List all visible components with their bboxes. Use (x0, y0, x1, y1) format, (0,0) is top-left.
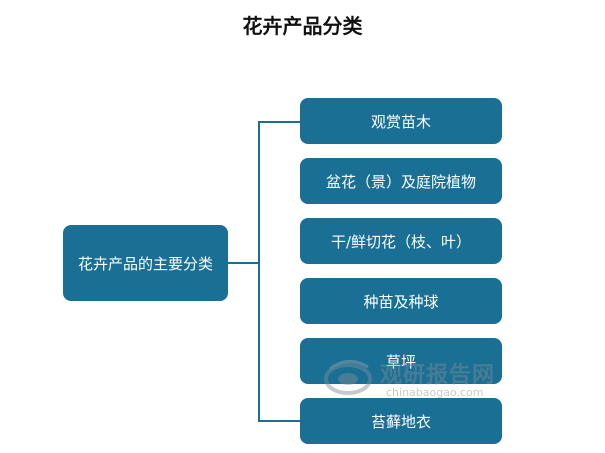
category-node-4: 种苗及种球 (300, 278, 502, 324)
category-node-6: 苔藓地衣 (300, 398, 502, 444)
connector-vertical-spine (258, 122, 260, 421)
category-node-2: 盆花（景）及庭院植物 (300, 158, 502, 204)
watermark-text: 观研报告网 (380, 363, 496, 388)
watermark-logo-icon (324, 360, 372, 395)
category-node-3: 干/鲜切花（枝、叶） (300, 218, 502, 264)
connector-branch-6 (258, 420, 300, 422)
root-node: 花卉产品的主要分类 (63, 225, 228, 301)
diagram-title: 花卉产品分类 (242, 14, 363, 38)
category-node-5: 草坪 (300, 338, 502, 384)
watermark-url: chinabaogao.com (386, 386, 484, 399)
connector-root-horizontal (228, 262, 259, 264)
connector-branch-1 (258, 121, 300, 123)
watermark: 观研报告网 chinabaogao.com (322, 355, 522, 403)
category-node-1: 观赏苗木 (300, 98, 502, 144)
